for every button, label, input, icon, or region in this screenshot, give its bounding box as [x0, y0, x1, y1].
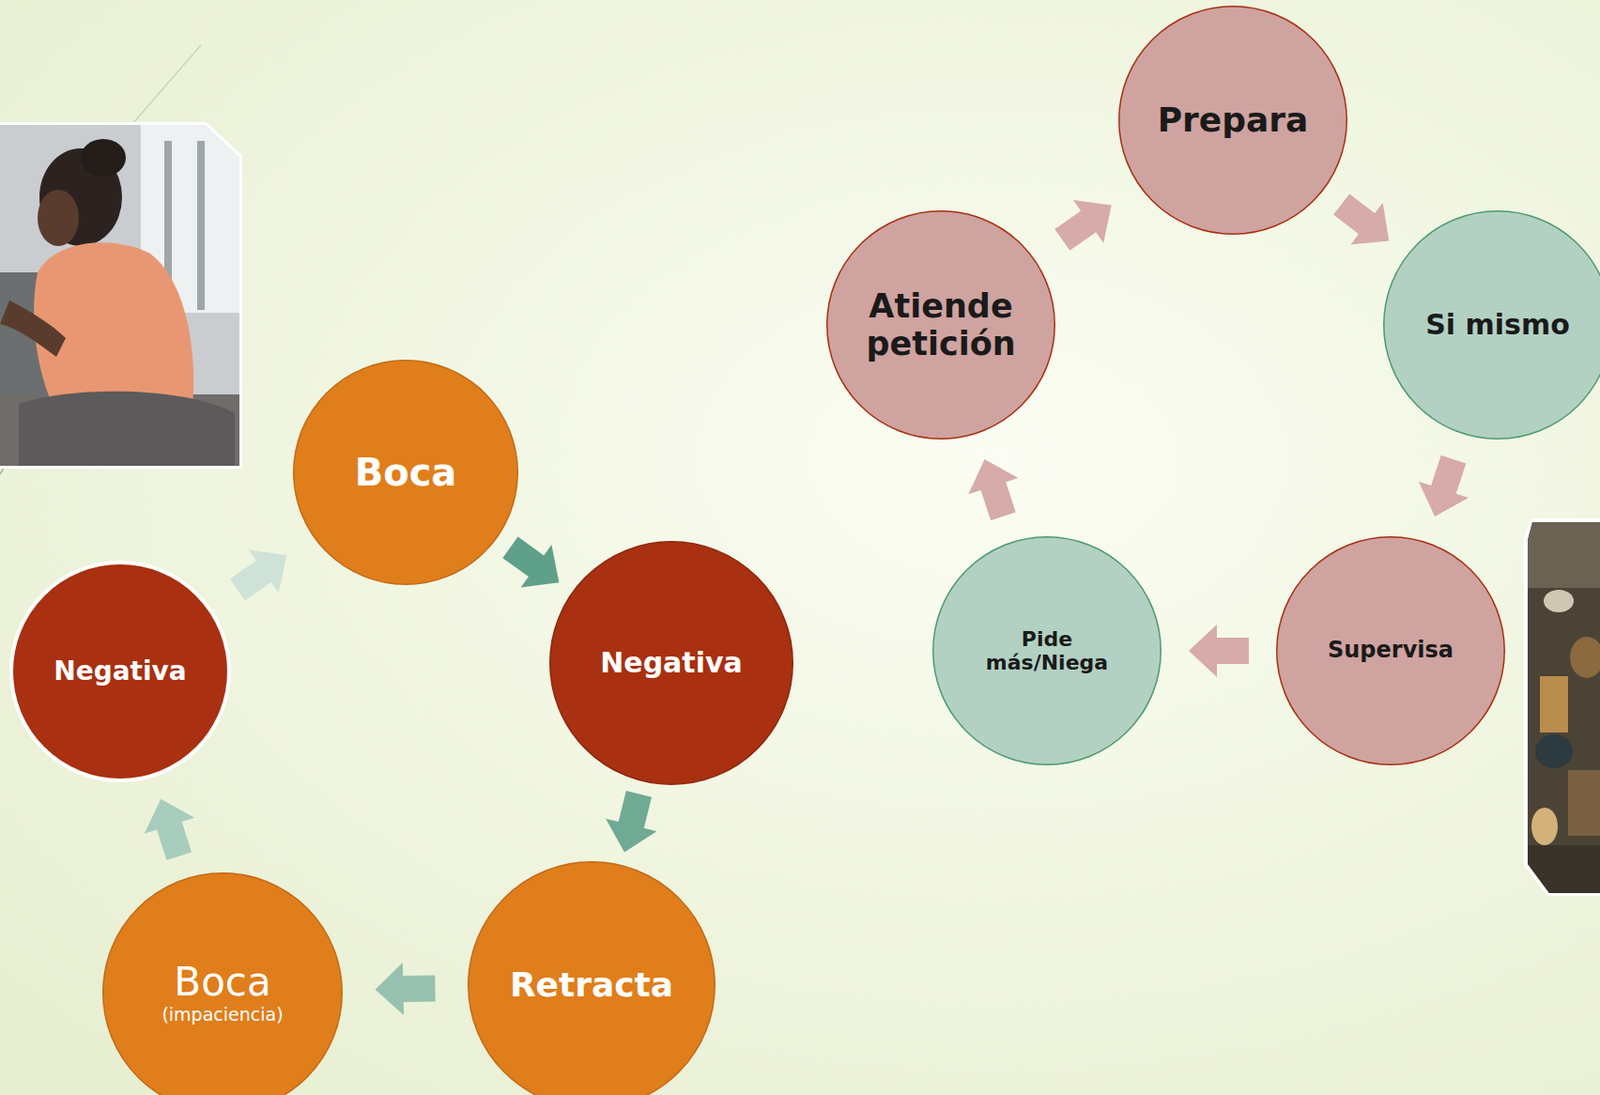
cycle-circle: Pide más/Niega: [932, 536, 1162, 766]
circle-label: Si mismo: [1425, 308, 1570, 342]
circle-label: Pide más/Niega: [957, 627, 1137, 676]
cycle-circle: Boca(impaciencia): [102, 872, 343, 1095]
cycle-circle: Negativa: [9, 560, 231, 783]
block-arrow: [144, 799, 195, 861]
circle-shape: [293, 360, 519, 585]
circle-label: Supervisa: [1327, 637, 1454, 664]
cycle-circle: Boca: [292, 359, 519, 585]
block-arrow: [1418, 455, 1469, 517]
block-arrow: [230, 550, 288, 601]
circle-content: Pide más/Niega: [932, 536, 1162, 766]
block-arrow: [375, 962, 436, 1016]
circle-content: Negativa: [9, 560, 231, 783]
circle-label: Retracta: [509, 965, 674, 1004]
cycle-circle: Negativa: [549, 540, 794, 785]
circle-shape: [827, 211, 1056, 440]
block-arrow: [968, 459, 1018, 521]
circle-content: Negativa: [549, 540, 794, 785]
circle-label: Boca: [354, 450, 458, 494]
block-arrow: [1054, 200, 1111, 251]
circle-shape: [1119, 6, 1348, 235]
circle-label: Atiende petición: [851, 287, 1031, 364]
circle-content: Prepara: [1118, 5, 1348, 235]
circle-label: Prepara: [1157, 100, 1309, 139]
block-arrow: [1333, 193, 1389, 245]
circle-shape: [468, 861, 716, 1095]
cycle-circle: Prepara: [1118, 5, 1348, 235]
circle-content: Boca(impaciencia): [102, 872, 343, 1095]
circle-content: Retracta: [467, 861, 716, 1095]
circle-shape: [1276, 537, 1506, 766]
circle-shape: [550, 541, 794, 785]
circle-shape: [933, 537, 1162, 766]
circle-shape: [11, 562, 230, 781]
circle-label: Negativa: [53, 656, 187, 687]
circle-shape: [1384, 211, 1600, 440]
circle-content: Supervisa: [1276, 536, 1506, 766]
circle-content: Boca: [292, 359, 519, 585]
circle-label: Negativa: [600, 646, 743, 680]
decor-line: [132, 45, 201, 124]
circle-sublabel: (impaciencia): [161, 1004, 283, 1026]
block-arrow: [1188, 624, 1249, 677]
cycle-circle: Retracta: [467, 861, 716, 1095]
photo-woman: [0, 122, 243, 469]
circle-content: Atiende petición: [826, 210, 1056, 440]
block-arrow: [502, 537, 559, 588]
cycle-circle: Atiende petición: [826, 210, 1056, 440]
photo-scene: [1523, 518, 1600, 896]
cycle-circle: Supervisa: [1276, 536, 1506, 766]
circle-content: Si mismo: [1383, 210, 1600, 440]
circle-label: Boca: [173, 959, 271, 1005]
block-arrow: [605, 790, 657, 853]
cycle-circle: Si mismo: [1383, 210, 1600, 440]
circle-shape: [103, 873, 343, 1095]
